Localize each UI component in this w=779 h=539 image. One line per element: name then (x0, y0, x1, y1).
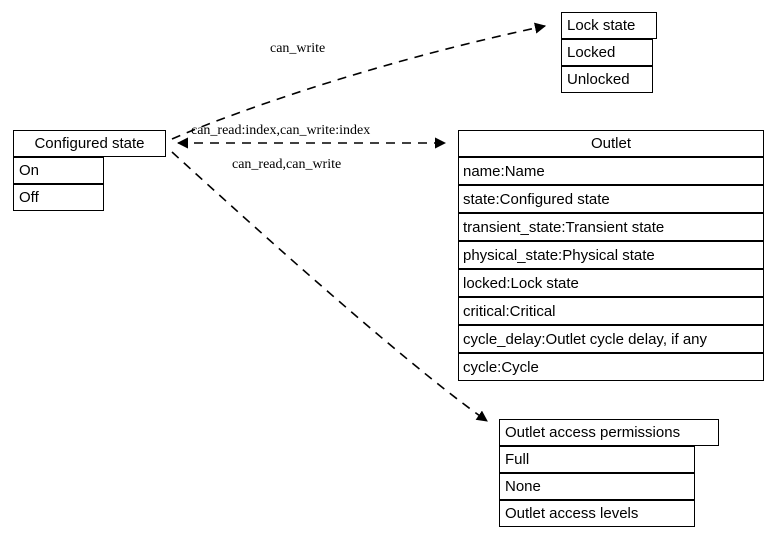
node-lock-state-title: Lock state (561, 12, 657, 39)
node-configured-state-row-on: On (13, 157, 104, 184)
node-configured-state-title: Configured state (13, 130, 166, 157)
node-outlet-title: Outlet (458, 130, 764, 157)
edge-label-can-read-index-can-write-index: can_read:index,can_write:index (191, 123, 371, 138)
node-lock-state-row-locked: Locked (561, 39, 653, 66)
node-outlet-access-permissions-title: Outlet access permissions (499, 419, 719, 446)
node-outlet-row-transient-state: transient_state:Transient state (458, 213, 764, 241)
node-outlet-access-permissions-row-full: Full (499, 446, 695, 473)
node-outlet-row-physical-state: physical_state:Physical state (458, 241, 764, 269)
node-outlet-row-critical: critical:Critical (458, 297, 764, 325)
node-outlet-access-permissions-row-none: None (499, 473, 695, 500)
node-outlet-row-cycle-delay: cycle_delay:Outlet cycle delay, if any (458, 325, 764, 353)
node-outlet-row-locked: locked:Lock state (458, 269, 764, 297)
edge-label-can-write: can_write (270, 41, 326, 56)
edge-label-can-read-can-write: can_read,can_write (232, 157, 342, 172)
node-lock-state-row-unlocked: Unlocked (561, 66, 653, 93)
node-outlet-row-name: name:Name (458, 157, 764, 185)
node-outlet-row-state: state:Configured state (458, 185, 764, 213)
node-outlet-row-cycle: cycle:Cycle (458, 353, 764, 381)
node-configured-state-row-off: Off (13, 184, 104, 211)
edge-to-outlet-access-permissions (171, 151, 488, 422)
node-outlet-access-permissions-row-levels: Outlet access levels (499, 500, 695, 527)
